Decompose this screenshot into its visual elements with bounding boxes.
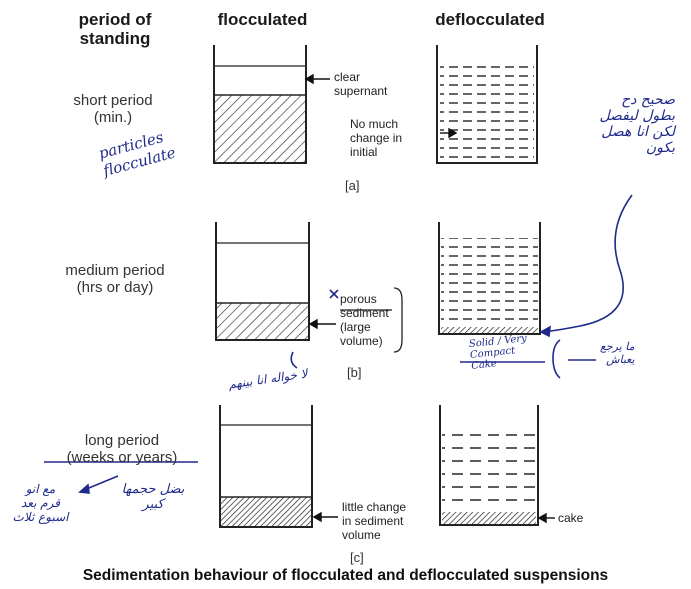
handwritten-marks xyxy=(44,194,633,494)
period-label-medium: medium period (hrs or day) xyxy=(65,262,165,296)
beaker-a-flocculated xyxy=(213,45,307,164)
sub-label-c: [c] xyxy=(350,550,364,565)
handwritten-arabic-row-c-left: مع انو قرم بعد اسبوع ثلاث xyxy=(12,482,69,524)
annotation-little-change: little change in sediment volume xyxy=(342,500,407,542)
header-period-of-standing: period of standing xyxy=(78,10,152,48)
beaker-b-deflocculated xyxy=(438,222,541,335)
beaker-a-deflocculated xyxy=(436,45,538,164)
annotation-porous-sediment: porous sediment (large volume) xyxy=(340,292,389,348)
beaker-b-flocculated xyxy=(215,222,310,341)
beaker-c-deflocculated xyxy=(439,405,539,526)
handwritten-arabic-top-right: صحيح دح بطول ليفصل لكن انا هصل بكون xyxy=(599,92,675,156)
handwritten-solid-cake: Solid / Very Compact Cake xyxy=(468,333,528,372)
period-label-long: long period (weeks or years) xyxy=(66,432,178,466)
figure-caption: Sedimentation behaviour of flocculated a… xyxy=(82,567,609,584)
period-label-short: short period (min.) xyxy=(73,92,153,126)
header-flocculated: flocculated xyxy=(217,10,308,29)
header-deflocculated: deflocculated xyxy=(435,10,545,29)
handwritten-arabic-row-c-mid: بضل حجمها كبير xyxy=(121,482,185,512)
annotation-no-much-change: No much change in initial xyxy=(350,117,403,159)
sub-label-a: [a] xyxy=(345,178,360,193)
annotation-clear-supernant: clear supernant xyxy=(334,70,388,98)
annotation-cake: cake xyxy=(558,511,584,525)
sub-label-b: [b] xyxy=(347,365,362,380)
handwritten-arabic-row-b-right: ما يرجع يعباش xyxy=(600,340,635,366)
beaker-c-flocculated xyxy=(219,405,313,528)
